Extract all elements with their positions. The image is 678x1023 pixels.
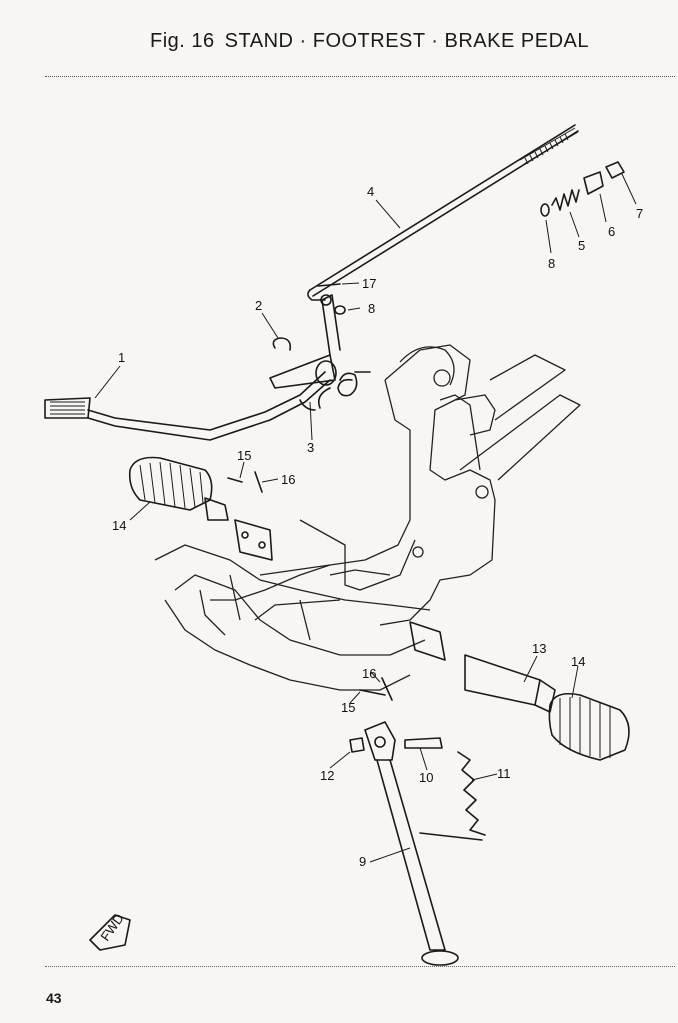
clip-and-return-spring: [272, 337, 371, 411]
callout-14-left: 14: [112, 518, 126, 533]
callout-14-right: 14: [571, 654, 585, 669]
callout-10: 10: [419, 770, 433, 785]
frame-section: [154, 344, 581, 691]
callout-11: 11: [497, 766, 511, 781]
callout-1: 1: [118, 350, 125, 365]
fwd-label: FWD: [97, 911, 126, 944]
callout-15-right: 15: [341, 700, 355, 715]
callout-5: 5: [578, 238, 585, 253]
page-number: 43: [46, 990, 62, 1006]
callout-17: 17: [362, 276, 376, 291]
callout-8-clevis: 8: [368, 301, 375, 316]
top-divider: [45, 76, 675, 77]
callout-16-right: 16: [362, 666, 376, 681]
figure-title: Fig. 16 STAND · FOOTREST · BRAKE PEDAL: [150, 30, 589, 53]
callout-12: 12: [320, 768, 334, 783]
callout-3: 3: [307, 440, 314, 455]
bottom-divider: [45, 966, 675, 967]
callout-2: 2: [255, 298, 262, 313]
callout-9: 9: [359, 854, 366, 869]
brake-pedal: [44, 294, 341, 441]
callout-8-rod-end: 8: [548, 256, 555, 271]
side-stand: [349, 721, 486, 966]
figure-number: Fig. 16: [150, 30, 215, 52]
clevis-pin-and-washer: [317, 283, 346, 315]
figure-title-text: STAND · FOOTREST · BRAKE PEDAL: [224, 30, 589, 52]
callout-4: 4: [367, 184, 374, 199]
callout-15-left: 15: [237, 448, 251, 463]
leader-lines: [94, 173, 637, 863]
callout-7: 7: [636, 206, 643, 221]
callout-16-left: 16: [281, 472, 295, 487]
forward-direction-arrow: FWD: [89, 911, 131, 951]
callout-6: 6: [608, 224, 615, 239]
right-footrest: [359, 621, 630, 761]
brake-rod: [307, 124, 579, 301]
callout-13: 13: [532, 641, 546, 656]
callout-labels: 1 2 3 4 5 6 7 8 8 9 10 11 12 13 14 14 15…: [112, 184, 643, 869]
left-footrest: [128, 456, 273, 561]
rod-end-hardware: [540, 161, 625, 217]
